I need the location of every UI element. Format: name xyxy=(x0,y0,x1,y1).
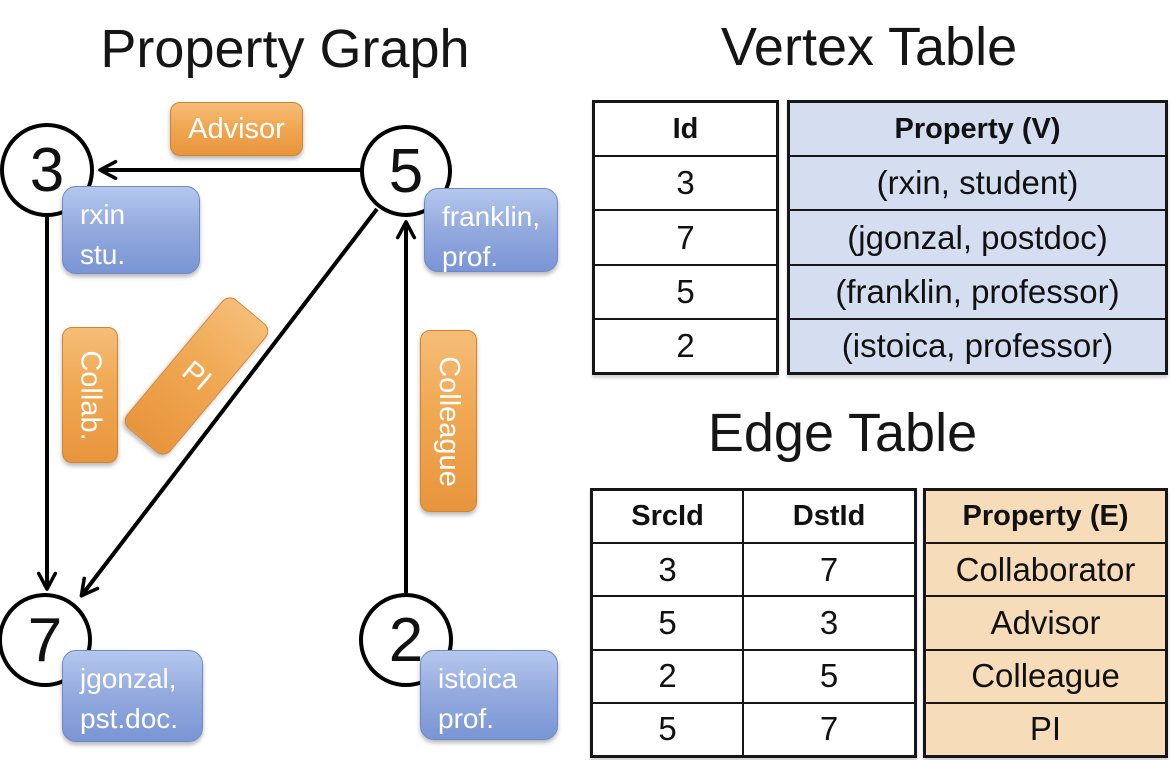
edge-table-dstid-cell: 5 xyxy=(742,650,914,702)
edge-label-advisor: Advisor xyxy=(170,102,303,156)
vertex-property-box-2: istoica prof. xyxy=(420,650,558,740)
edge-table-title: Edge Table xyxy=(707,403,978,463)
node-2-id: 2 xyxy=(388,605,424,675)
edge-table-property-cell: Collaborator xyxy=(926,542,1165,596)
vertex-table-property-cell: (jgonzal, postdoc) xyxy=(790,209,1165,264)
edge-table-srcid-cell: 5 xyxy=(658,710,677,748)
edge-table-header-row: SrcId DstId xyxy=(593,491,914,543)
graph-node-5: 5 xyxy=(360,125,452,217)
vertex-table-title: Vertex Table xyxy=(720,17,1018,77)
edge-table-ids-columns: SrcId DstId 3 7 5 3 2 5 5 7 xyxy=(590,488,917,758)
edge-table-srcid-cell: 2 xyxy=(658,657,677,695)
graph-node-3: 3 xyxy=(0,123,94,217)
edge-table-row: 5 7 xyxy=(593,701,914,756)
vertex-table-id-cell: 5 xyxy=(595,263,776,318)
vertex-property-box-7: jgonzal, pst.doc. xyxy=(62,650,203,742)
vbox-7-line1: jgonzal, xyxy=(80,663,177,694)
vertex-property-box-3: rxin stu. xyxy=(62,186,200,274)
edge-table-srcid-header: SrcId xyxy=(631,500,704,533)
edge-table-row: 2 5 xyxy=(593,648,914,702)
node-5-id: 5 xyxy=(388,136,424,206)
vbox-5-line1: franklin, xyxy=(442,201,541,232)
edge-label-collab-text: Collab. xyxy=(74,349,107,441)
edge-table-row: 3 7 xyxy=(593,542,914,596)
edge-label-colleague: Colleague xyxy=(420,330,477,512)
edge-label-pi: PI xyxy=(120,293,273,459)
node-7-id: 7 xyxy=(27,605,63,675)
edge-label-advisor-text: Advisor xyxy=(188,112,285,145)
vbox-2-line1: istoica xyxy=(438,663,518,694)
edge-table-srcid-cell: 3 xyxy=(658,550,677,588)
vertex-table-id-cell: 7 xyxy=(595,209,776,263)
property-graph-title: Property Graph xyxy=(100,19,470,79)
vbox-7-line2: pst.doc. xyxy=(80,702,179,734)
vbox-3-line2: stu. xyxy=(80,238,126,270)
vertex-table-property-cell: (franklin, professor) xyxy=(790,263,1165,318)
node-3-id: 3 xyxy=(29,135,65,205)
edge-table-property-cell: PI xyxy=(926,701,1165,756)
vbox-2-line2: prof. xyxy=(438,702,495,734)
vbox-5-line2: prof. xyxy=(442,240,499,272)
vertex-table-property-header: Property (V) xyxy=(790,103,1165,156)
vertex-table-property-cell: (istoica, professor) xyxy=(790,317,1165,373)
vbox-3-line1: rxin xyxy=(80,199,126,230)
edge-label-pi-text: PI xyxy=(176,354,218,397)
edge-table-dstid-cell: 3 xyxy=(742,597,914,649)
edge-table-property-header: Property (E) xyxy=(926,491,1165,543)
edge-table-property-cell: Colleague xyxy=(926,648,1165,702)
vertex-table-property-cell: (rxin, student) xyxy=(790,155,1165,210)
vertex-property-box-5: franklin, prof. xyxy=(424,188,558,272)
edge-table-dstid-cell: 7 xyxy=(742,703,914,756)
vertex-table-id-header: Id xyxy=(672,112,699,145)
edge-label-collaborator: Collab. xyxy=(62,327,118,463)
edge-table-property-column: Property (E) Collaborator Advisor Collea… xyxy=(923,488,1168,758)
vertex-table-id-column: Id 3 7 5 2 xyxy=(592,100,779,375)
vertex-table-property-column: Property (V) (rxin, student) (jgonzal, p… xyxy=(787,100,1168,375)
edge-table-srcid-cell: 5 xyxy=(658,604,677,641)
vertex-table-id-cell: 3 xyxy=(595,155,776,209)
edge-table-row: 5 3 xyxy=(593,595,914,649)
edge-label-colleague-text: Colleague xyxy=(433,355,466,487)
edge-table-dstid-cell: 7 xyxy=(742,544,914,596)
edge-table-dstid-header: DstId xyxy=(742,491,914,543)
vertex-table-id-cell: 2 xyxy=(595,317,776,372)
edge-table-property-cell: Advisor xyxy=(926,595,1165,649)
